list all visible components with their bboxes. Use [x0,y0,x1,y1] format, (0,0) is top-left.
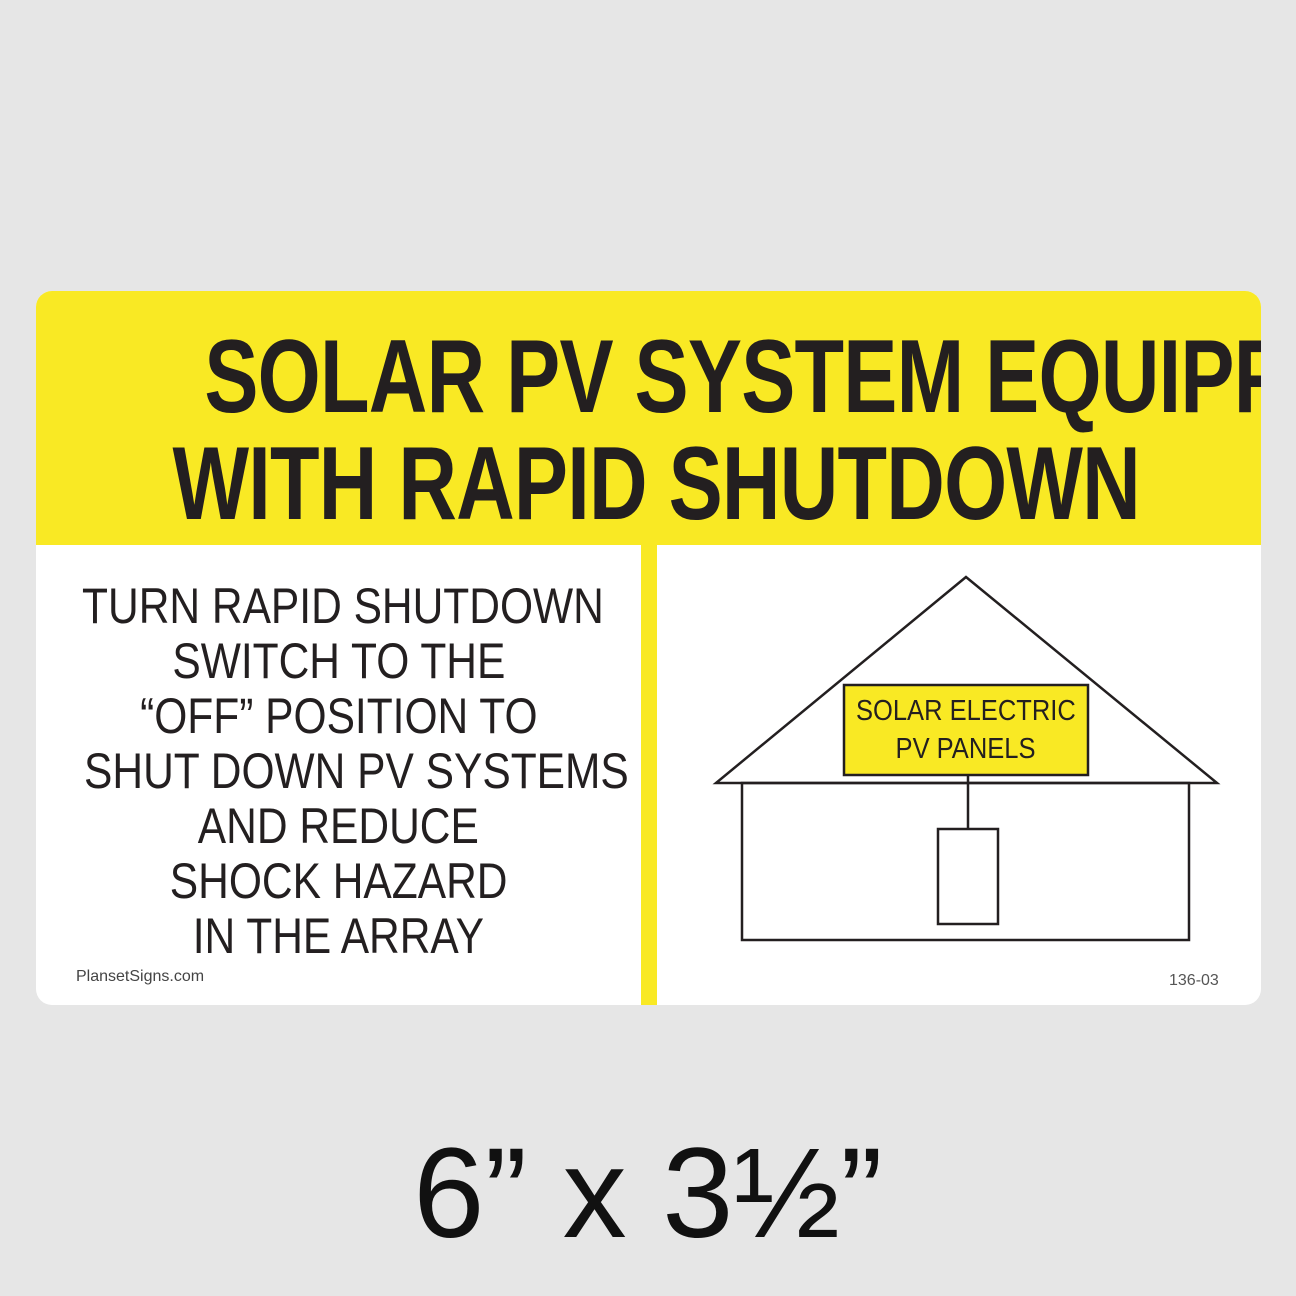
sign-header: SOLAR PV SYSTEM EQUIPPED WITH RAPID SHUT… [36,291,1261,545]
instruction-line: SWITCH TO THE [172,633,505,689]
instruction-line: SHUT DOWN PV SYSTEMS [84,743,629,799]
panel-label: SOLAR ELECTRIC PV PANELS [844,685,1088,775]
instruction-line: IN THE ARRAY [192,908,485,964]
panel-label-line: SOLAR ELECTRIC [856,695,1076,727]
house-diagram-icon [712,575,1221,942]
instruction-line: SHOCK HAZARD [169,853,508,909]
instruction-line: “OFF” POSITION TO [139,688,538,744]
product-code: 136-03 [1169,972,1219,989]
instruction-line: AND REDUCE [197,798,480,854]
size-label: 6” x 3½” [413,1122,883,1265]
panel-label-line: PV PANELS [896,733,1036,765]
yellow-divider [641,545,657,1005]
rapid-shutdown-sign: SOLAR PV SYSTEM EQUIPPED WITH RAPID SHUT… [36,291,1261,1005]
instruction-text: TURN RAPID SHUTDOWN SWITCH TO THE “OFF” … [36,579,641,964]
title-text: SOLAR PV SYSTEM EQUIPPED [204,319,1261,435]
panel-box [842,683,1090,777]
instruction-line: TURN RAPID SHUTDOWN [82,578,604,634]
title-text: WITH RAPID SHUTDOWN [172,426,1140,542]
house-wall [740,781,1191,942]
shutdown-switch-box [936,827,1000,926]
sign-title-line-1: SOLAR PV SYSTEM EQUIPPED [36,325,1261,429]
sign-title-line-2: WITH RAPID SHUTDOWN [36,432,1261,536]
brand-text: PlansetSigns.com [76,968,205,985]
